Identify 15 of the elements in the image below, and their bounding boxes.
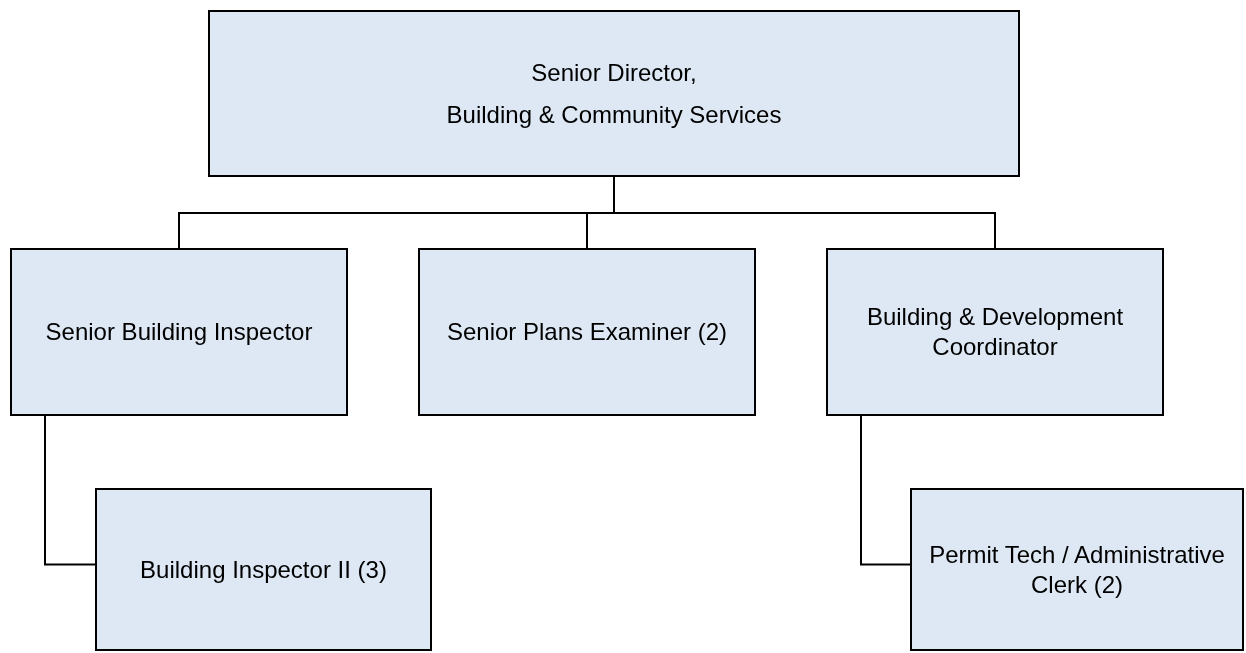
role-title: Senior Plans Examiner (2) xyxy=(446,317,728,347)
connector-line xyxy=(860,415,911,566)
connector-line xyxy=(44,415,96,566)
role-box xyxy=(10,248,348,416)
role-title: Building & Development Coordinator xyxy=(865,302,1125,362)
role-box xyxy=(826,248,1164,416)
role-box xyxy=(910,488,1244,651)
role-box xyxy=(95,488,432,651)
role-title: Permit Tech / Administrative Clerk (2) xyxy=(928,539,1226,600)
role-title: Building Inspector II (3) xyxy=(140,554,387,585)
role-title: Senior Director, xyxy=(531,57,697,88)
role-title: Building & Community Services xyxy=(446,99,782,130)
role-box xyxy=(418,248,756,416)
role-title: Senior Building Inspector xyxy=(45,317,313,347)
role-box xyxy=(208,10,1020,177)
